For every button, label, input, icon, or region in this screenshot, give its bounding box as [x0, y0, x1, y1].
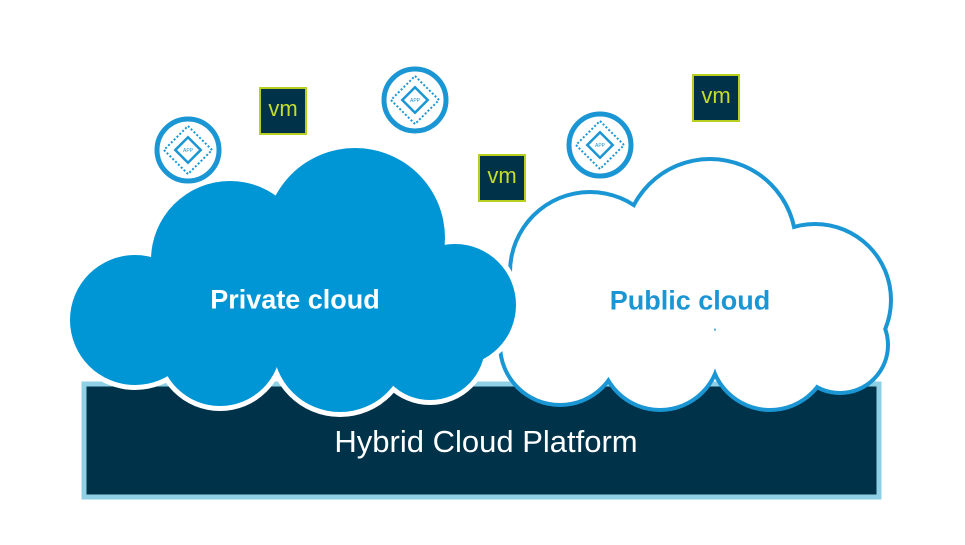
app-icon: APP [381, 66, 449, 134]
app-icon: APP [154, 116, 222, 184]
app-icon: APP [566, 111, 634, 179]
svg-text:APP: APP [595, 143, 606, 149]
private-cloud-label: Private cloud [210, 284, 380, 315]
public-cloud-label: Public cloud [609, 285, 771, 316]
svg-text:APP: APP [410, 98, 421, 104]
vm-badge: vm [478, 154, 526, 202]
vm-badge: vm [692, 74, 740, 122]
public-cloud-shape [498, 157, 893, 412]
vm-badge: vm [259, 87, 307, 135]
platform-label: Hybrid Cloud Platform [334, 424, 638, 459]
svg-text:APP: APP [183, 148, 194, 154]
private-cloud-shape [65, 143, 521, 417]
